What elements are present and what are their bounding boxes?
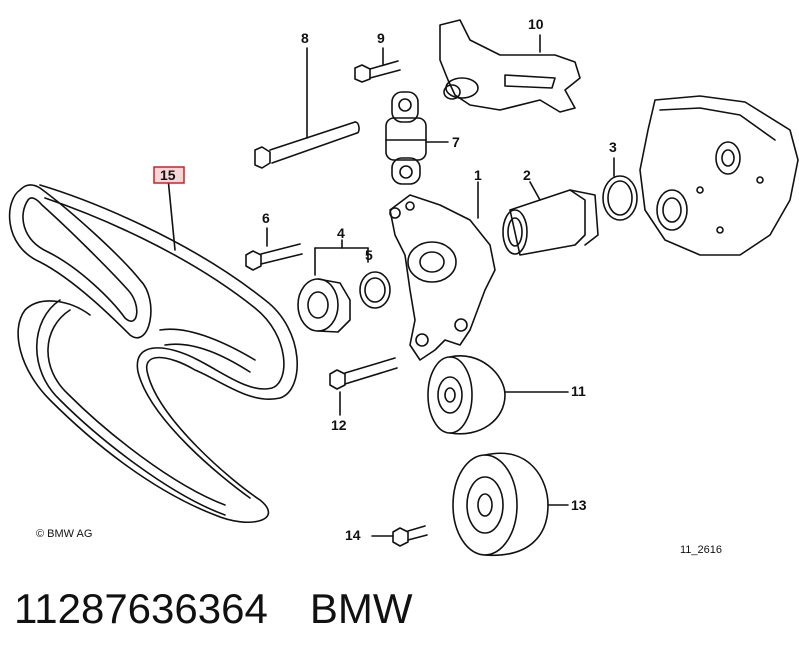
bolt-part-6 [245,227,303,271]
callout-7: 7 [452,134,460,150]
parts-diagram: 1 2 3 4 5 6 7 8 9 10 11 12 13 14 15 © BM… [8,16,799,556]
belt-part-15 [8,177,298,523]
callout-3: 3 [609,139,617,155]
part-number: 11287636364 [14,585,268,632]
callout-4: 4 [337,225,345,241]
bracket-part-10 [439,19,581,113]
pulley-part-13 [452,452,569,556]
oring-part-3 [602,157,638,221]
washer-part-5 [359,271,391,309]
damper-part-7 [385,91,449,185]
callout-14: 14 [345,527,361,543]
pulley-part-4 [297,278,351,333]
bolt-part-14 [371,525,428,547]
copyright-label: © BMW AG [36,528,92,540]
callout-12: 12 [331,417,347,433]
callout-10: 10 [528,16,544,32]
part-number-line: 11287636364 BMW [14,585,412,633]
sleeve-part-2 [502,181,599,256]
idler-pulley-part-11 [427,355,569,435]
bolt-part-12 [329,357,398,416]
callout-15: 15 [160,167,176,183]
callout-9: 9 [377,30,385,46]
callout-1: 1 [474,167,482,183]
bolt-part-8 [254,47,360,169]
callout-8: 8 [301,30,309,46]
bolt-part-9 [354,47,401,83]
callout-13: 13 [571,497,587,513]
highlight-box-part-15 [153,166,185,184]
engine-housing [639,95,799,256]
brand-name: BMW [309,585,413,632]
callout-11: 11 [571,383,586,399]
callout-2: 2 [523,167,531,183]
drawing-id-label: 11_2616 [680,544,722,556]
tensioner-part-1 [389,181,496,361]
callout-5: 5 [365,247,373,263]
callout-6: 6 [262,210,270,226]
